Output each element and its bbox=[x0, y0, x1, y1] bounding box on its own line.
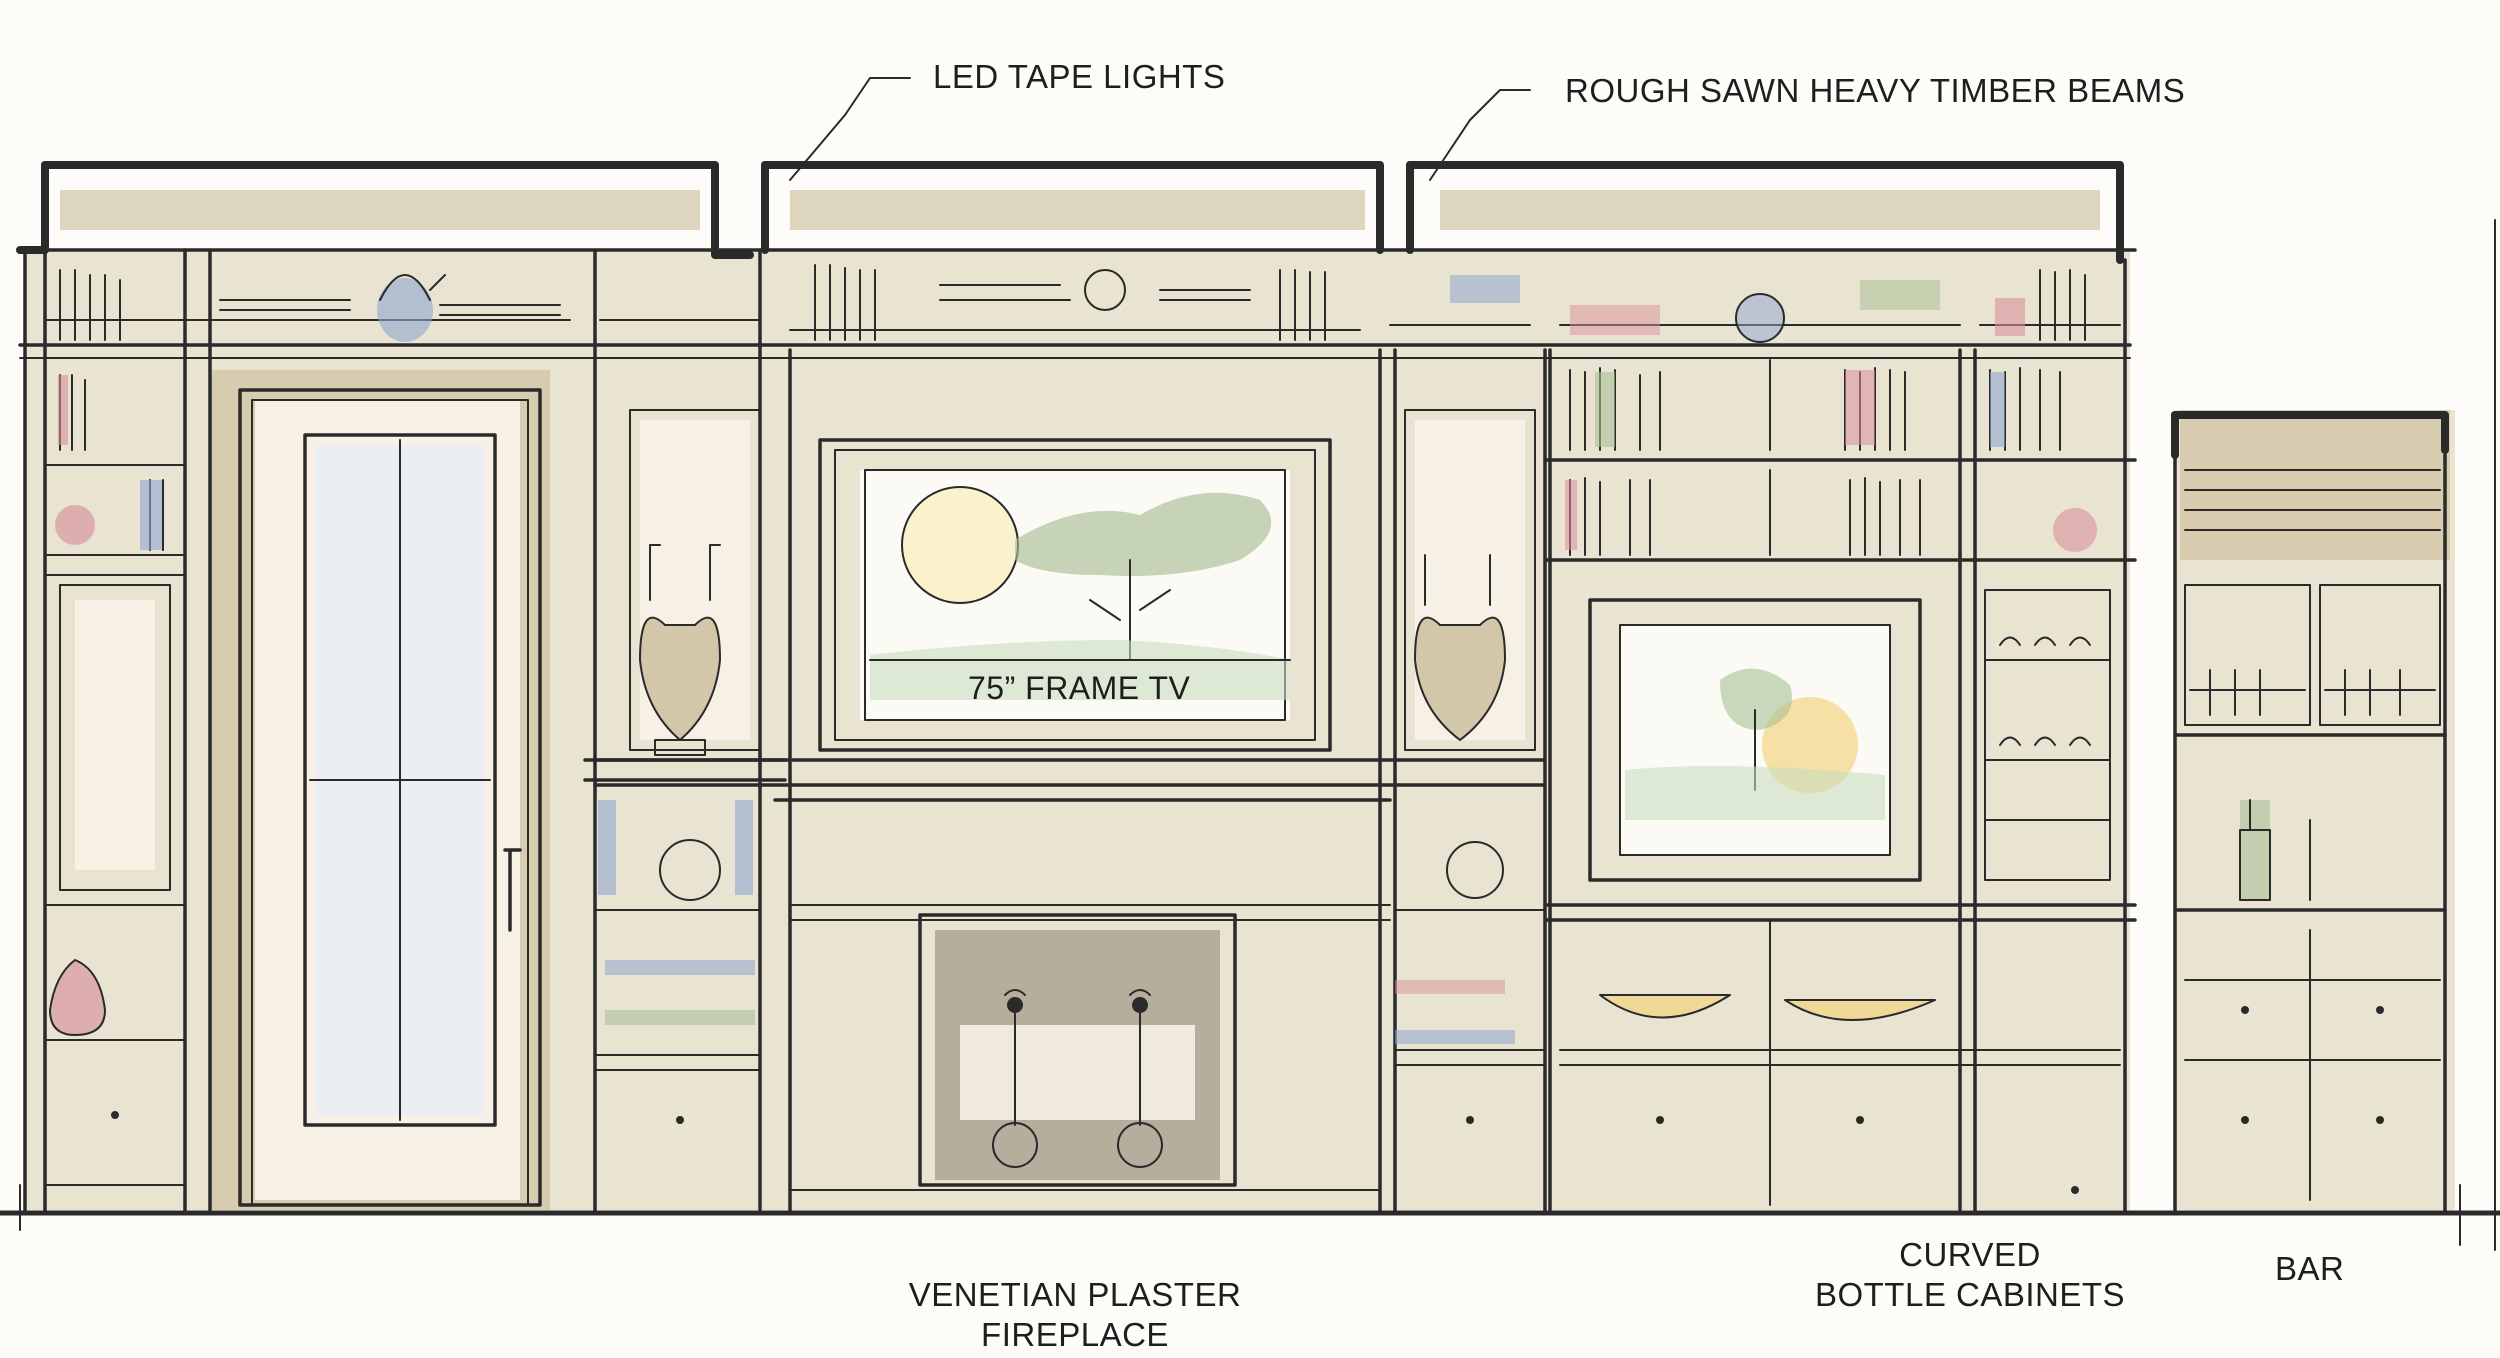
venetian-plaster-line2: FIREPLACE bbox=[981, 1316, 1169, 1353]
timber-beams bbox=[16, 161, 2449, 459]
bar-cabinet bbox=[2173, 453, 2447, 1212]
bar-label: BAR bbox=[2275, 1250, 2345, 1287]
curved-line1: CURVED bbox=[1899, 1236, 2041, 1273]
frame-tv-label: 75” FRAME TV bbox=[968, 670, 1191, 706]
left-cabinet bbox=[23, 248, 212, 1212]
floor-line bbox=[0, 219, 2500, 1251]
curved-bottle-cabinets-label: CURVED BOTTLE CABINETS bbox=[1790, 1236, 2150, 1314]
fireplace-wall bbox=[593, 348, 1547, 1212]
venetian-plaster-label: VENETIAN PLASTER FIREPLACE bbox=[875, 1276, 1275, 1354]
right-cabinet-block bbox=[1543, 258, 2137, 1212]
left-flank-cabinet bbox=[583, 248, 787, 1212]
glass-door bbox=[238, 388, 542, 1207]
venetian-plaster-line1: VENETIAN PLASTER bbox=[908, 1276, 1242, 1313]
led-tape-lights-label: LED TAPE LIGHTS bbox=[933, 58, 1226, 95]
curved-line2: BOTTLE CABINETS bbox=[1814, 1276, 2126, 1313]
leader-lines bbox=[789, 77, 1531, 181]
right-flank-cabinet bbox=[1393, 348, 1547, 1212]
upper-shelves bbox=[18, 248, 2137, 359]
timber-beams-label: ROUGH SAWN HEAVY TIMBER BEAMS bbox=[1565, 72, 2186, 109]
